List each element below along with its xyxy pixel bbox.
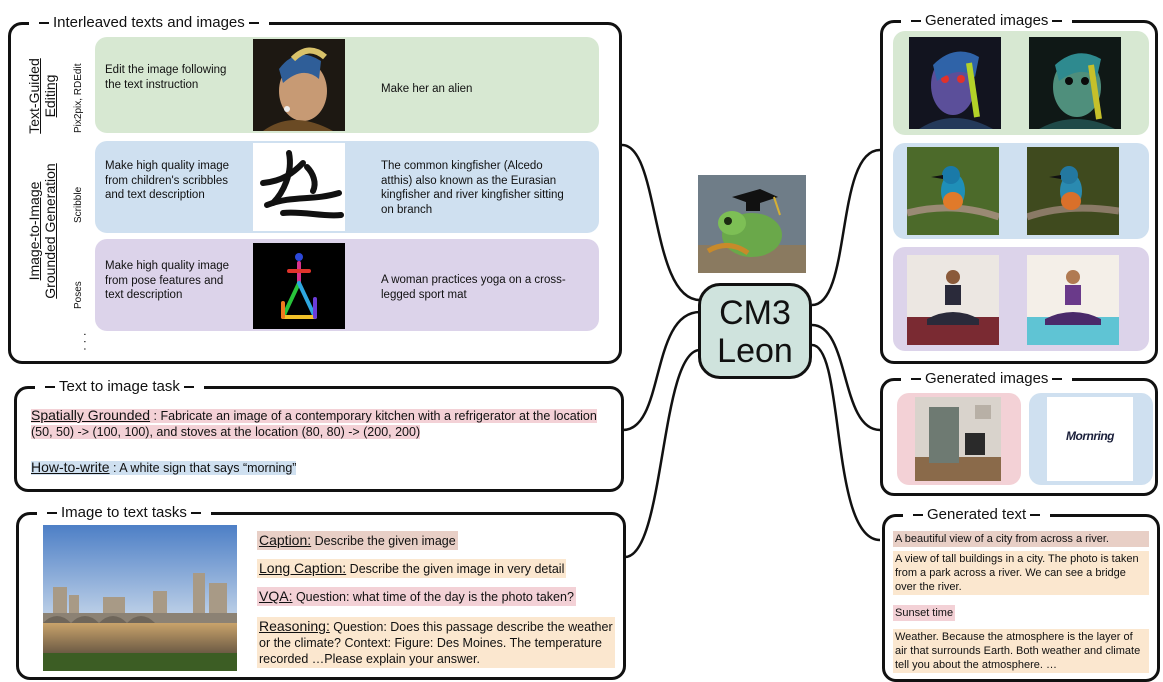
cm3-leon-node: CM3 Leon xyxy=(698,283,812,379)
gen-text-long-caption: A view of tall buildings in a city. The … xyxy=(893,551,1149,595)
how-to-write-text: How-to-write : A white sign that says “m… xyxy=(31,459,297,475)
gen-row-alien xyxy=(893,31,1149,135)
prompt-text: Make her an alien xyxy=(381,83,473,95)
input-image-pose xyxy=(253,243,345,329)
kingfisher-image-1 xyxy=(907,147,999,235)
connector-gen-text xyxy=(811,343,881,542)
prompt-text: The common kingfisher (Alcedo atthis) al… xyxy=(381,160,564,216)
connector-i2t xyxy=(624,348,701,559)
input-image-scribble xyxy=(253,143,345,231)
row-poses: Make high quality image from pose featur… xyxy=(95,239,599,331)
alien-image-1 xyxy=(909,37,1001,129)
alien-image-2 xyxy=(1029,37,1121,129)
interleaved-title: Interleaved texts and images xyxy=(29,13,269,33)
gen-images-top-panel: Generated images xyxy=(880,11,1158,364)
gen-images-mid-title: Generated images xyxy=(901,369,1073,389)
gen-row-kingfisher xyxy=(893,143,1149,239)
kingfisher-image-2 xyxy=(1027,147,1119,235)
t2i-title: Text to image task xyxy=(35,377,204,397)
connector-gen-images-top xyxy=(811,148,881,307)
gen-images-top-title: Generated images xyxy=(901,11,1073,31)
leon-label: Leon xyxy=(717,332,793,370)
prompt-text: A woman practices yoga on a cross-legged… xyxy=(381,274,566,301)
sub-poses: Poses xyxy=(73,281,84,309)
city-image xyxy=(43,525,237,671)
connector-gen-images-mid xyxy=(811,323,881,432)
gen-text-caption: A beautiful view of a city from across a… xyxy=(893,531,1149,547)
kitchen-image xyxy=(915,397,1001,481)
gen-sign-row: Mornring xyxy=(1029,393,1153,485)
i2t-title: Image to text tasks xyxy=(37,503,211,523)
sub-pix2pix: Pix2pix, RDEdit xyxy=(73,63,84,133)
connector-interleaved xyxy=(621,143,701,302)
yoga-image-1 xyxy=(907,255,999,345)
gen-text-reasoning: Weather. Because the atmosphere is the l… xyxy=(893,629,1149,673)
spatial-grounded-text: Spatially Grounded : Fabricate an image … xyxy=(31,407,597,439)
morning-sign-image: Mornring xyxy=(1047,397,1133,481)
row-editing: Edit the image following the text instru… xyxy=(95,37,599,133)
sub-scribble: Scribble xyxy=(73,186,84,223)
input-image-girl xyxy=(253,39,345,131)
vqa-item: VQA: Question: what time of the day is t… xyxy=(257,587,576,606)
cm3-label: CM3 xyxy=(719,294,791,332)
caption-item: Caption: Describe the given image xyxy=(257,531,458,550)
gen-text-title: Generated text xyxy=(903,505,1051,525)
gen-text-panel: Generated text A beautiful view of a cit… xyxy=(882,505,1160,682)
i2t-panel: Image to text tasks Caption: Describe th… xyxy=(16,503,626,680)
long-caption-item: Long Caption: Describe the given image i… xyxy=(257,559,567,578)
gen-kitchen-row xyxy=(897,393,1021,485)
instruction-text: Make high quality image from children's … xyxy=(105,160,230,201)
sign-text: Mornring xyxy=(1066,429,1115,443)
interleaved-panel: Interleaved texts and images Text-Guided… xyxy=(8,13,622,364)
ellipsis: · · · xyxy=(77,332,91,351)
instruction-text: Edit the image following the text instru… xyxy=(105,64,227,91)
row-scribble: Make high quality image from children's … xyxy=(95,141,599,233)
t2i-panel: Text to image task Spatially Grounded : … xyxy=(14,377,624,492)
connector-t2i xyxy=(622,310,701,432)
gen-text-vqa: Sunset time xyxy=(893,605,956,621)
gen-row-yoga xyxy=(893,247,1149,351)
yoga-image-2 xyxy=(1027,255,1119,345)
chameleon-image xyxy=(698,175,806,273)
instruction-text: Make high quality image from pose featur… xyxy=(105,260,230,301)
reasoning-item: Reasoning: Question: Does this passage d… xyxy=(257,617,615,668)
gen-images-mid-panel: Generated images Mornring xyxy=(880,369,1158,496)
